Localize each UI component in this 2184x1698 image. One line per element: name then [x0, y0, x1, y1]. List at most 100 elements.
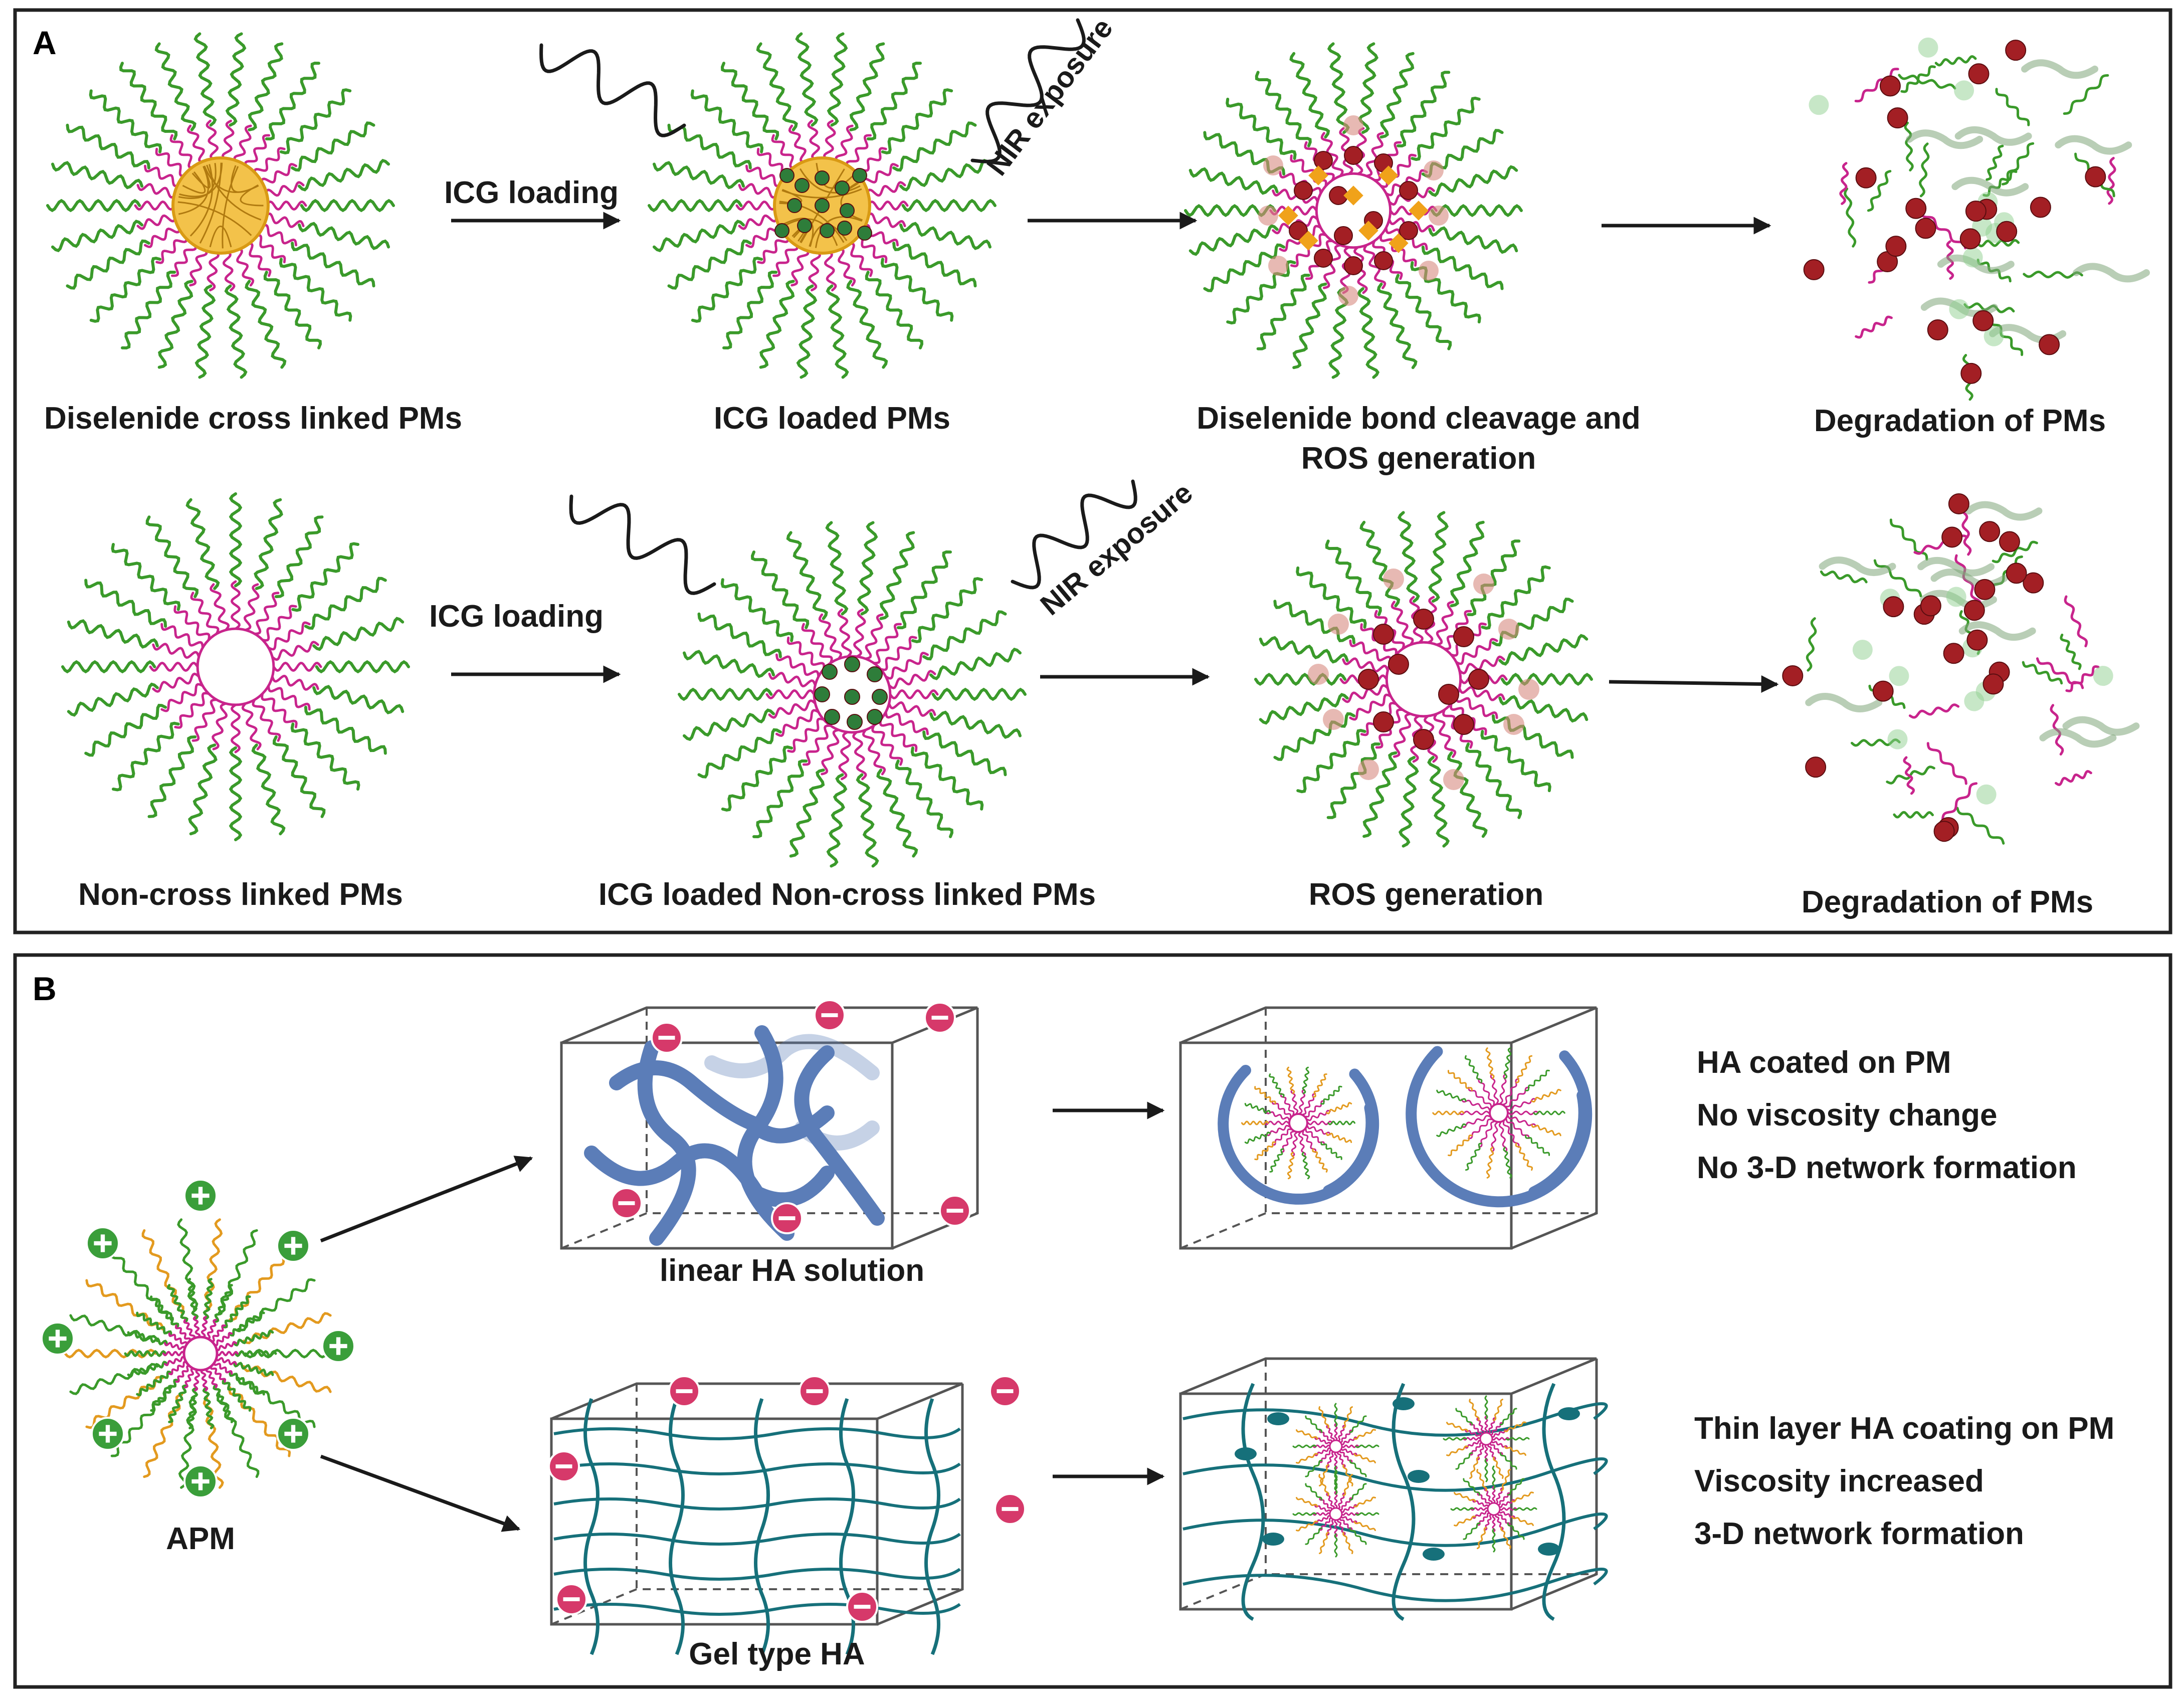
shell-strand [678, 687, 773, 701]
core-strand [1458, 655, 1505, 675]
coated-pm-shell [1531, 1088, 1561, 1103]
icg-molecule [797, 218, 812, 233]
icg-molecule [837, 221, 852, 236]
released-icg [1946, 587, 1966, 607]
linear-ha-chain-back [795, 1120, 880, 1151]
shell-strand [1188, 224, 1279, 256]
shell-strand [1255, 71, 1312, 147]
shell-strand [187, 1387, 198, 1429]
shell-strand [1273, 600, 1356, 645]
apm-strand [69, 1314, 159, 1343]
core-strand [252, 698, 281, 742]
shell-strand [157, 280, 193, 369]
network-node [1538, 1543, 1560, 1556]
faded-polymer [1906, 129, 1983, 149]
shell-strand [892, 121, 977, 172]
shell-strand [846, 280, 888, 369]
coated-pm-shell [1244, 1103, 1271, 1113]
apm-strand [217, 1393, 260, 1478]
apm-strand [178, 1397, 197, 1489]
charge-bar [198, 1187, 203, 1205]
core-strand [253, 592, 280, 635]
ha-coating-arc [1323, 1102, 1377, 1196]
shell-strand [752, 759, 808, 839]
label-degradation-2: Degradation of PMs [1802, 885, 2093, 919]
ros-faint [1323, 709, 1344, 730]
coated-pm-shell [1327, 1120, 1355, 1125]
released-icg [1918, 37, 1938, 58]
ros-particle [1803, 259, 1825, 280]
core-strand [768, 672, 817, 688]
ros-particle [1855, 167, 1877, 188]
core-strand [210, 583, 230, 632]
core-strand [787, 717, 825, 753]
coated-pm-shell [1531, 1124, 1561, 1137]
charge-bar [100, 1234, 105, 1252]
fragment-strand [2064, 595, 2088, 648]
fragment-strand [1976, 239, 2020, 248]
box-top [551, 1382, 963, 1420]
ros-particle [1941, 526, 1963, 548]
shell-strand [899, 222, 991, 250]
core-strand [775, 709, 820, 737]
shell-strand [300, 199, 395, 213]
shell-strand [849, 42, 885, 131]
core-strand [192, 1315, 201, 1339]
ros-particle [1294, 181, 1313, 200]
panel-b-letter: B [33, 970, 57, 1007]
shell-strand [825, 521, 849, 616]
core-strand [200, 1369, 209, 1392]
ros-particle [1927, 319, 1948, 340]
shell-strand [121, 270, 176, 350]
micelle-degraded-2 [1782, 493, 2140, 845]
network-node [1393, 1397, 1415, 1410]
box-front [550, 1417, 879, 1626]
ros-particle [1399, 221, 1418, 240]
released-icg [1983, 326, 2004, 346]
coated-pm-shell [1448, 1070, 1473, 1091]
ros-particle [1915, 218, 1936, 239]
gel-ha-strand [553, 1427, 961, 1440]
linear-ha-chain [737, 1025, 795, 1241]
ros-particle [1996, 221, 2018, 242]
crosslink-strand [815, 216, 863, 248]
faded-polymer [2072, 263, 2150, 283]
core-strand [1269, 206, 1318, 216]
shell-strand [892, 242, 977, 288]
shell-strand [234, 1350, 277, 1358]
network-pm-shell [1355, 1444, 1379, 1448]
gel-ha-strand [553, 1497, 961, 1511]
ros-faint [1419, 261, 1439, 281]
linear-ha-chain [609, 1060, 835, 1144]
network-pm-shell [1484, 1395, 1488, 1420]
core-strand [1320, 132, 1344, 177]
icg-molecule [787, 198, 802, 213]
core-strand [168, 1361, 188, 1376]
fragment-strand [1893, 811, 1934, 819]
core-strand [853, 608, 866, 658]
shell-strand [1226, 260, 1296, 325]
apm-micelle [41, 1179, 355, 1498]
core-strand [879, 636, 917, 671]
icg-molecule [840, 203, 855, 218]
crosslink-strand [204, 165, 259, 193]
crosslink-strand [178, 166, 210, 215]
charge-bar [198, 1472, 203, 1490]
ros-faint [1518, 679, 1539, 700]
faded-polymer [1951, 176, 2029, 197]
faded-polymer [2055, 135, 2132, 155]
icg-molecule [835, 180, 850, 196]
box-top [1180, 1357, 1597, 1395]
core-strand [1365, 132, 1384, 177]
core-strand [803, 724, 832, 766]
network-crosslink [1392, 1383, 1416, 1621]
crosslink-strand [209, 226, 232, 248]
ros-particle [1879, 75, 1901, 97]
core-strand [862, 728, 886, 776]
icg-molecule [857, 226, 872, 241]
network-pm-shell [1455, 1452, 1473, 1470]
shell-strand [720, 62, 779, 140]
shell-strand [297, 222, 390, 250]
icg-molecule [844, 656, 860, 672]
